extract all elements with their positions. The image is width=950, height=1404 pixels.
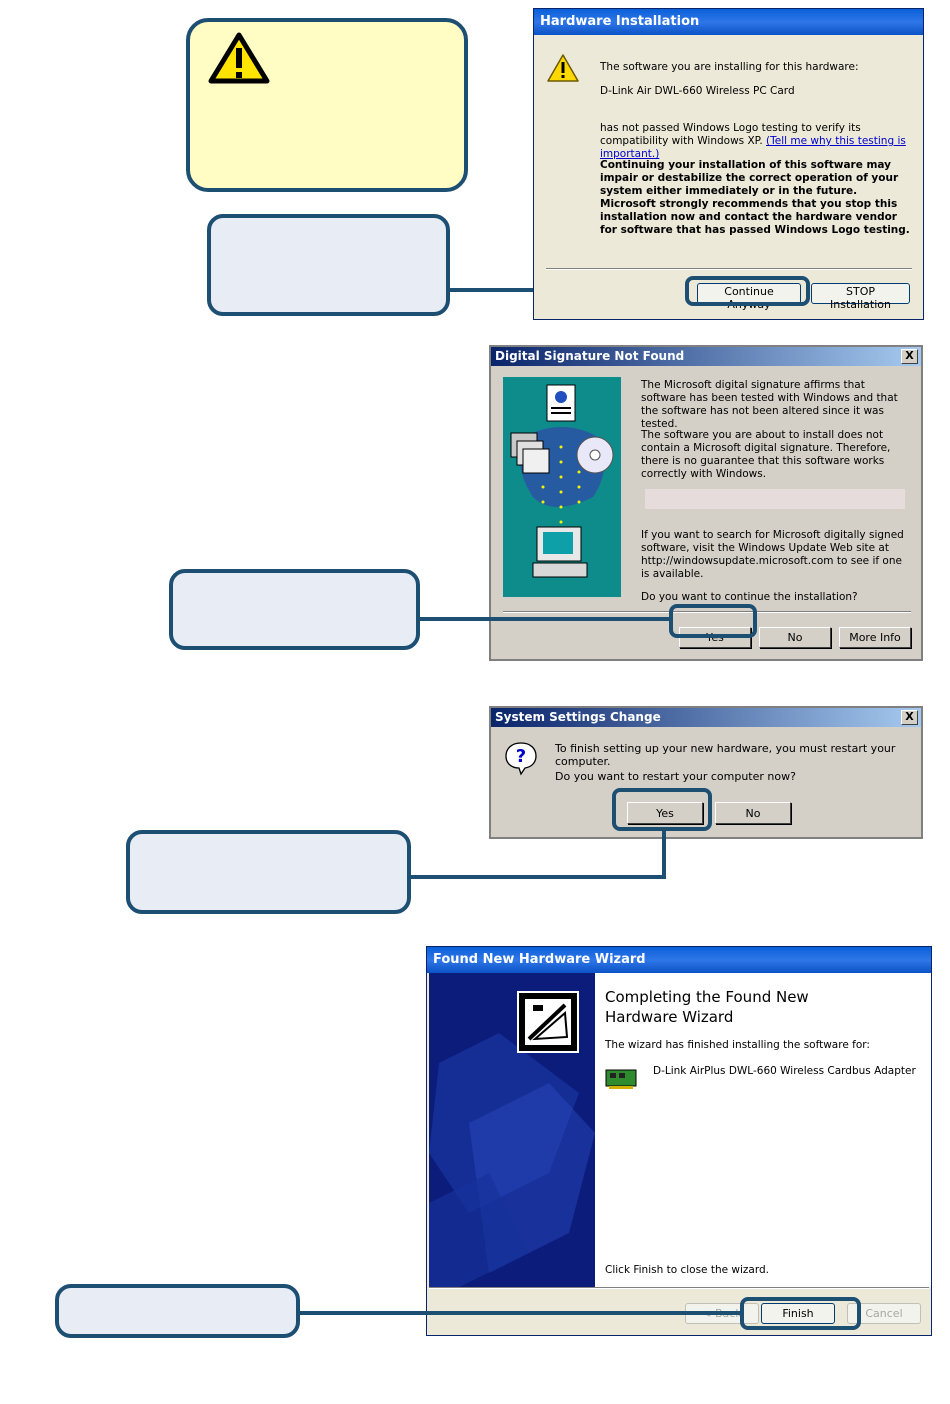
yes-button[interactable]: Yes	[627, 802, 703, 824]
device-name: D-Link Air DWL-660 Wireless PC Card	[600, 85, 795, 97]
warning-icon	[208, 32, 270, 84]
finished-installing-text: The wizard has finished installing the s…	[605, 1039, 870, 1051]
blank-banner	[645, 489, 905, 509]
svg-text:?: ?	[516, 746, 526, 767]
separator	[429, 1287, 929, 1289]
dialog-title: System Settings Change X	[491, 708, 921, 727]
digital-signature-dialog: Digital Signature Not Found X The Micros…	[489, 345, 923, 661]
restart-required-text: To finish setting up your new hardware, …	[555, 742, 896, 768]
separator	[503, 611, 911, 613]
wizard-banner-graphic	[429, 1033, 595, 1287]
dialog-title-text: Digital Signature Not Found	[495, 349, 685, 363]
connector-line	[410, 875, 666, 879]
wizard-heading: Completing the Found New Hardware Wizard	[605, 988, 809, 1026]
warning-text: Continuing your installation of this sof…	[600, 159, 910, 236]
network-card-icon	[605, 1069, 637, 1089]
close-button[interactable]: X	[901, 349, 918, 364]
callout-yes	[169, 569, 420, 650]
dialog-title: Digital Signature Not Found X	[491, 347, 921, 366]
continue-anyway-button[interactable]: Continue Anyway	[697, 283, 801, 311]
warning-callout	[186, 18, 468, 192]
no-button[interactable]: No	[715, 802, 791, 824]
signature-illustration	[503, 377, 621, 597]
dialog-title: Found New Hardware Wizard	[427, 947, 931, 973]
wizard-content: Completing the Found New Hardware Wizard…	[595, 973, 931, 1287]
callout-finish	[55, 1284, 300, 1338]
connector-line	[420, 617, 670, 621]
para-affirm: The Microsoft digital signature affirms …	[641, 379, 898, 430]
stop-installation-button[interactable]: STOP Installation	[811, 283, 910, 311]
no-button[interactable]: No	[759, 627, 831, 648]
finish-button[interactable]: Finish	[761, 1303, 835, 1324]
continue-question: Do you want to continue the installation…	[641, 591, 858, 603]
callout-restart	[126, 830, 411, 914]
found-new-hardware-wizard: Found New Hardware Wizard Completing the…	[426, 946, 932, 1336]
more-info-button[interactable]: More Info	[839, 627, 911, 648]
cancel-button[interactable]: Cancel	[847, 1303, 921, 1324]
close-wizard-text: Click Finish to close the wizard.	[605, 1264, 770, 1276]
warning-icon	[547, 54, 579, 82]
logo-test-sentence: has not passed Windows Logo testing to v…	[600, 122, 861, 147]
wizard-side-panel	[429, 973, 595, 1287]
question-icon: ?	[505, 742, 537, 776]
tell-me-why-link[interactable]: (Tell me why this testing is important.)	[600, 135, 906, 160]
hardware-installation-dialog: Hardware Installation The software you a…	[533, 8, 924, 320]
dialog-title: Hardware Installation	[534, 9, 923, 35]
intro-text: The software you are installing for this…	[600, 61, 859, 73]
highlight-continue-anyway	[685, 276, 810, 306]
logo-test-text: has not passed Windows Logo testing to v…	[600, 122, 910, 161]
system-settings-dialog: System Settings Change X ? To finish set…	[489, 706, 923, 839]
para-windows-update: If you want to search for Microsoft digi…	[641, 529, 904, 580]
device-name: D-Link AirPlus DWL-660 Wireless Cardbus …	[653, 1065, 916, 1077]
restart-question-text: Do you want to restart your computer now…	[555, 770, 796, 783]
hardware-wizard-icon	[517, 991, 579, 1053]
highlight-yes-button	[669, 604, 757, 638]
dialog-title-text: System Settings Change	[495, 710, 661, 724]
callout-continue-anyway	[207, 214, 450, 316]
highlight-restart-yes	[612, 788, 712, 831]
highlight-finish-button	[740, 1297, 861, 1330]
separator	[546, 268, 912, 270]
connector-line	[300, 1311, 742, 1315]
close-button[interactable]: X	[901, 710, 918, 725]
para-no-signature: The software you are about to install do…	[641, 429, 891, 480]
connector-line-vertical	[662, 831, 666, 879]
